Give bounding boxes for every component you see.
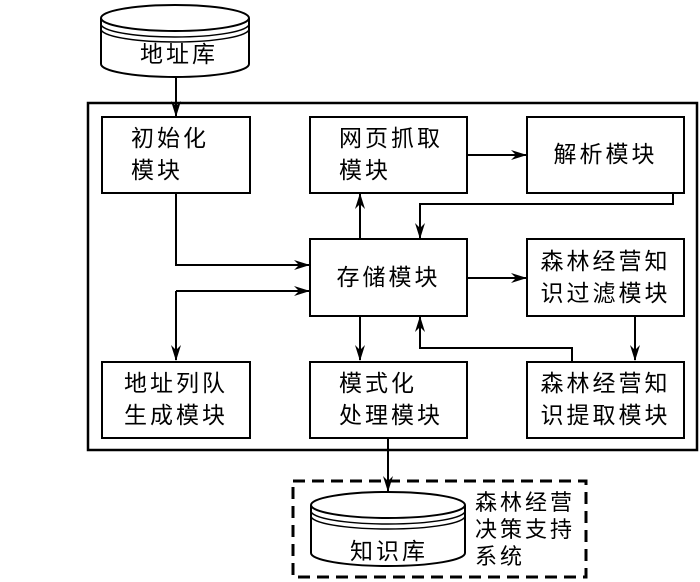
extract-module-line-2: 识提取模块	[540, 403, 671, 429]
decision-system-line-2: 决策支持	[475, 518, 576, 543]
crawl-module-line-2: 模块	[339, 158, 391, 184]
init-module-line-1: 初始化	[131, 126, 209, 152]
parse-module: 解析模块	[526, 116, 685, 194]
edge-init-to-storage	[175, 193, 310, 270]
knowledge-db-cylinder	[310, 491, 466, 567]
extract-module: 森林经营知 识提取模块	[526, 361, 685, 439]
decision-system-line-3: 系统	[475, 545, 526, 570]
init-module: 初始化 模块	[101, 116, 251, 194]
knowledge-db-label: 知识库	[350, 539, 428, 565]
storage-module-line-1: 存储模块	[336, 264, 441, 291]
parse-module-line-1: 解析模块	[553, 142, 658, 168]
crawl-module: 网页抓取 模块	[309, 116, 468, 194]
queue-module-line-2: 生成模块	[124, 403, 228, 429]
pattern-module-line-2: 处理模块	[339, 403, 443, 429]
edge-parse-to-storage	[415, 193, 674, 239]
filter-module-line-1: 森林经营知	[540, 248, 671, 275]
filter-module: 森林经营知 识过滤模块	[526, 238, 685, 317]
system-boundary	[86, 101, 699, 452]
filter-module-line-2: 识过滤模块	[540, 280, 671, 307]
decision-system-boundary	[291, 479, 588, 579]
extract-module-line-1: 森林经营知	[540, 371, 671, 397]
crawl-module-line-1: 网页抓取	[339, 126, 443, 152]
edge-extract-to-storage	[415, 316, 573, 361]
address-db-label: 地址库	[140, 42, 218, 68]
queue-module-line-1: 地址列队	[124, 371, 228, 397]
decision-system-line-1: 森林经营	[475, 491, 576, 516]
decision-system-label: 森林经营 决策支持 系统	[475, 490, 575, 571]
storage-module: 存储模块	[309, 238, 468, 317]
queue-module: 地址列队 生成模块	[101, 361, 251, 439]
address-db-cylinder	[100, 4, 250, 78]
pattern-module-line-1: 模式化	[339, 371, 417, 397]
pattern-module: 模式化 处理模块	[309, 361, 468, 439]
init-module-line-2: 模块	[131, 158, 183, 184]
